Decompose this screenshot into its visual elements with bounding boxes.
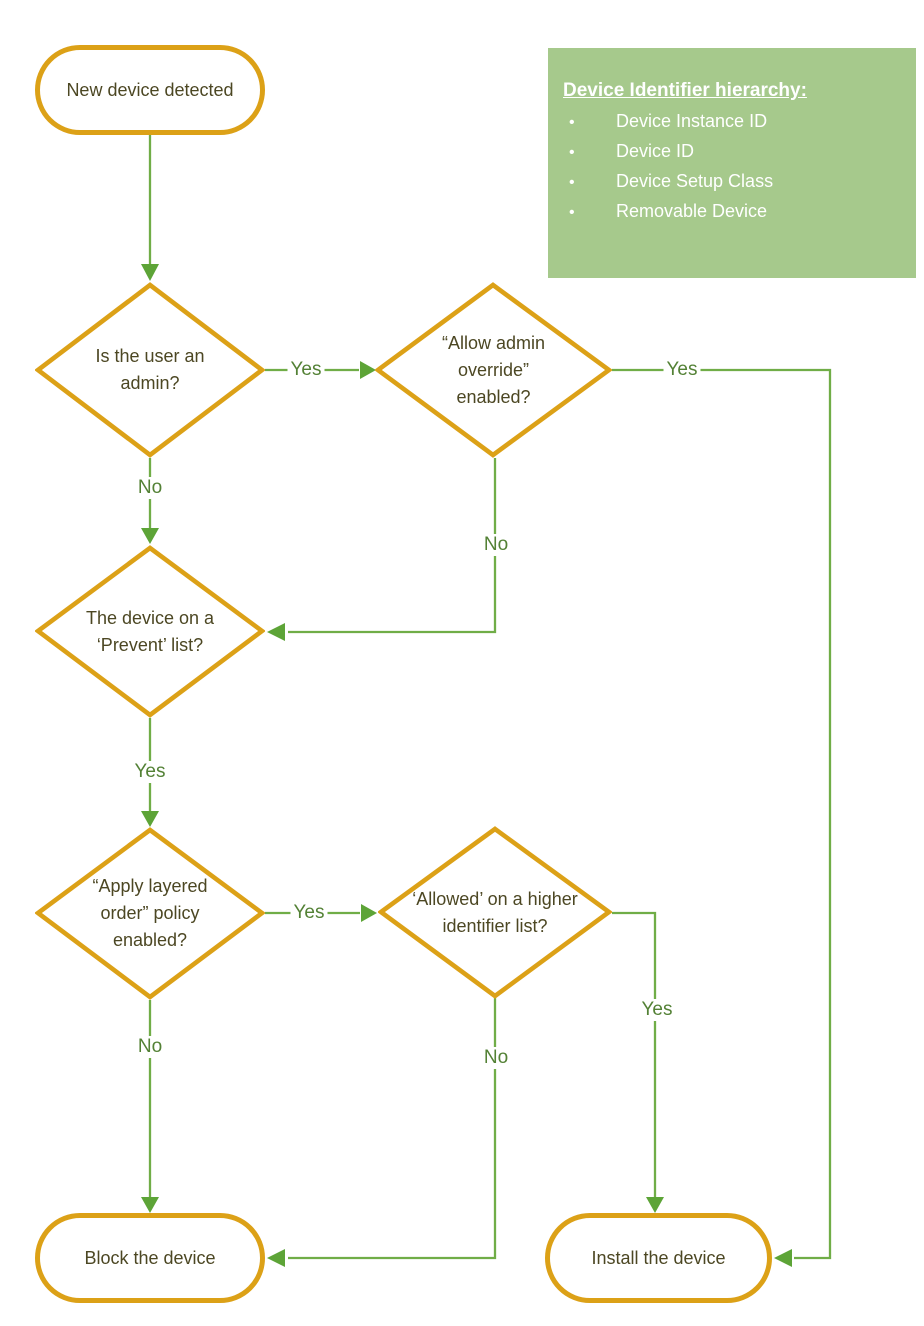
edge-label-layered-no: No [134,1036,166,1058]
device-identifier-hierarchy-legend: Device Identifier hierarchy: • Device In… [548,48,916,278]
arrowhead-icon [360,361,376,379]
diamond-shape [35,545,265,718]
edge-label-admin-no: No [134,477,166,499]
arrowhead-icon [267,1249,285,1267]
connector-line [612,368,832,1260]
arrowhead-icon [774,1249,792,1267]
diamond-shape [378,826,612,999]
legend-item-label: Device Instance ID [616,111,768,131]
diamond-shape [35,282,265,458]
legend-item: • Removable Device [563,201,902,222]
decision-allow-admin-override: “Allow admin override” enabled? [375,282,612,458]
connector-line [288,998,497,1260]
arrowhead-icon [141,1197,159,1213]
edge-label-override-no: No [480,534,512,556]
legend-item: • Device Instance ID [563,111,902,132]
node-label: Is the user an admin? [95,346,205,393]
diamond-shape [375,282,612,458]
legend-item: • Device ID [563,141,902,162]
edge-label-override-yes: Yes [663,359,701,381]
connector-line [612,911,657,1197]
decision-is-user-admin: Is the user an admin? [35,282,265,458]
decision-allowed-higher-identifier: ‘Allowed’ on a higher identifier list? [378,826,612,999]
node-label: The device on a ‘Prevent’ list? [85,607,215,655]
legend-title: Device Identifier hierarchy: [563,80,807,101]
node-label: ‘Allowed’ on a higher identifier list? [412,888,578,936]
bullet-icon: • [569,174,575,191]
edge-label-prevent-yes: Yes [131,761,169,783]
bullet-icon: • [569,114,575,131]
arrowhead-icon [141,811,159,827]
arrowhead-icon [141,264,159,281]
decision-device-on-prevent-list: The device on a ‘Prevent’ list? [35,545,265,718]
edge-label-layered-yes: Yes [290,902,328,924]
node-install-the-device: Install the device [545,1213,772,1303]
arrowhead-icon [361,904,377,922]
edge-label-allowed-yes: Yes [638,999,676,1021]
legend-list: • Device Instance ID • Device ID • Devic… [563,111,902,222]
legend-item-label: Removable Device [616,201,768,221]
node-label: “Allow admin override” enabled? [441,332,546,407]
node-label: Block the device [84,1247,216,1268]
diamond-shape [35,827,265,1000]
arrowhead-icon [646,1197,664,1213]
legend-item-label: Device Setup Class [616,171,774,191]
node-block-the-device: Block the device [35,1213,265,1303]
node-label: New device detected [66,79,234,100]
connector-line [288,458,497,634]
node-new-device-detected: New device detected [35,45,265,135]
edge-label-admin-yes: Yes [287,359,325,381]
legend-item: • Device Setup Class [563,171,902,192]
legend-item-label: Device ID [616,141,695,161]
arrowhead-icon [141,528,159,544]
bullet-icon: • [569,144,575,161]
node-label: “Apply layered order” policy enabled? [92,876,208,950]
decision-apply-layered-order: “Apply layered order” policy enabled? [35,827,265,1000]
edge-label-allowed-no: No [480,1047,512,1069]
node-label: Install the device [591,1247,726,1268]
bullet-icon: • [569,204,575,221]
arrowhead-icon [267,623,285,641]
